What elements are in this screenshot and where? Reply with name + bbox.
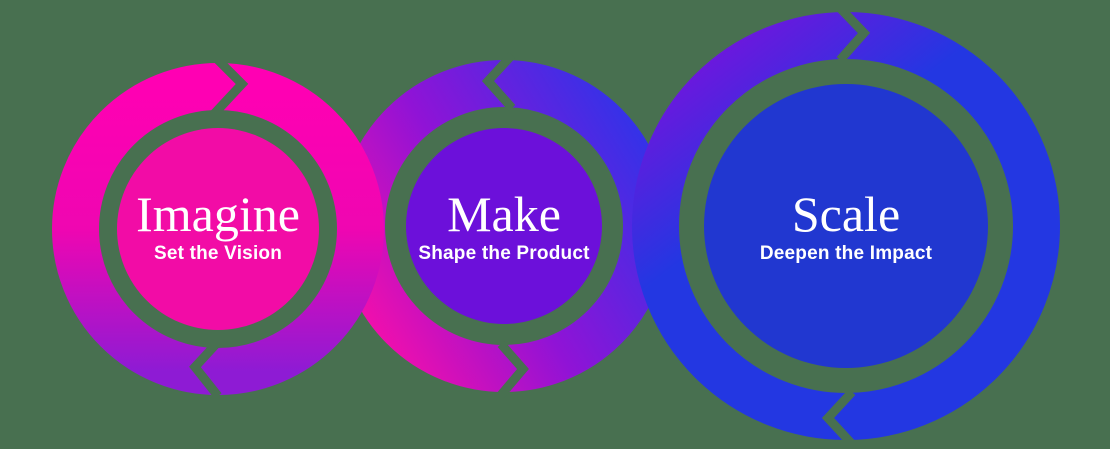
scale-inner-circle — [704, 84, 988, 368]
scale-stage-title: Scale — [792, 186, 900, 242]
make-stage-title: Make — [447, 186, 561, 242]
make-chevron-right-icon — [497, 341, 529, 398]
stage-scale: Scale Deepen the Impact — [632, 4, 1060, 448]
imagine-inner-circle — [117, 128, 319, 330]
make-chevron-left-icon — [481, 51, 516, 111]
imagine-stage-title: Imagine — [136, 186, 300, 242]
scale-stage-subtitle: Deepen the Impact — [760, 243, 933, 264]
imagine-ring-band — [52, 63, 384, 395]
scale-ring-band — [632, 12, 1060, 440]
imagine-chevron-right-icon — [210, 52, 249, 118]
scale-chevron-right-icon — [836, 4, 871, 63]
imagine-stage-subtitle: Set the Vision — [154, 243, 282, 264]
imagine-chevron-left-icon — [189, 338, 222, 399]
make-stage-subtitle: Shape the Product — [418, 243, 590, 264]
scale-chevron-left-icon — [821, 388, 856, 448]
stage-imagine: Imagine Set the Vision — [52, 52, 384, 399]
make-inner-circle — [406, 128, 602, 324]
